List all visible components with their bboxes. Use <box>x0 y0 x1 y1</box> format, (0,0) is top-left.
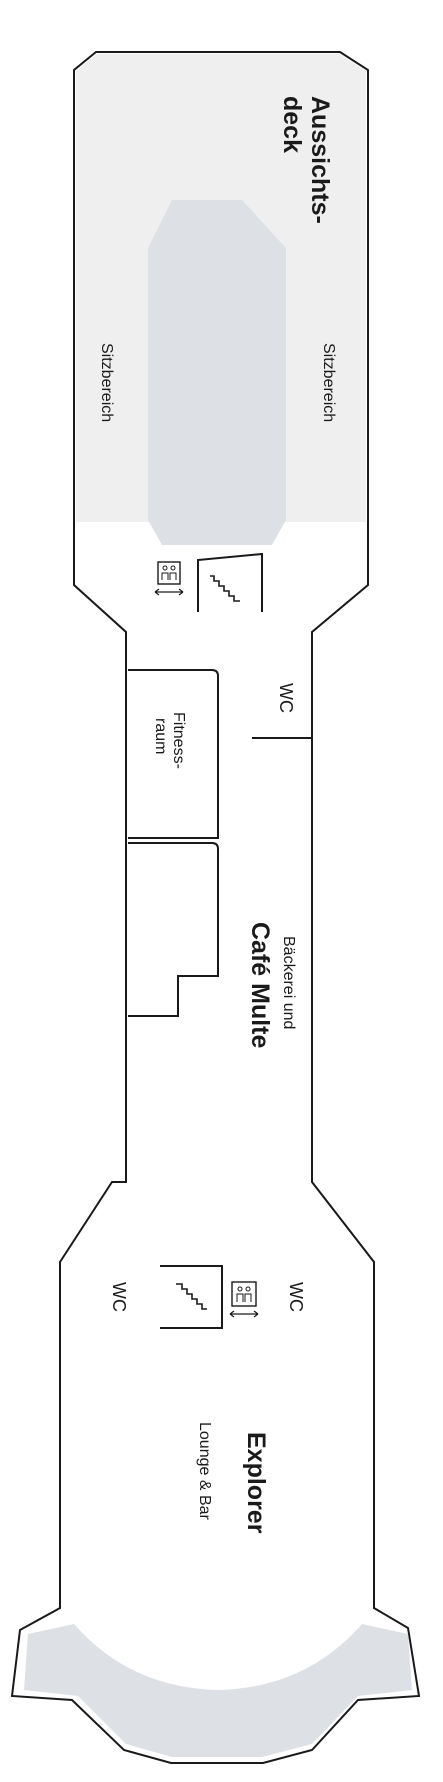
cafe-title: Café Multe <box>246 922 274 1049</box>
viewing-platform <box>148 200 286 545</box>
lounge-title: Explorer <box>242 1432 270 1534</box>
observation-deck-label-line1: Aussichts- <box>306 96 334 224</box>
wc-lower-left-label: WC <box>109 1282 129 1312</box>
fitness-label-line2: raum <box>152 718 169 754</box>
wc-lower-right-label: WC <box>286 1282 306 1312</box>
stairs-box-lower <box>160 1265 223 1329</box>
elevator-icon <box>154 561 184 596</box>
cafe-service-wall <box>128 842 219 1017</box>
wc-upper-label: WC <box>276 683 296 713</box>
elevator-icon <box>229 1281 259 1318</box>
seating-right-label: Sitzbereich <box>320 343 337 422</box>
stairs-icon <box>176 1283 207 1310</box>
cafe-subtitle: Bäckerei und <box>280 936 297 1029</box>
lounge-subtitle: Lounge & Bar <box>196 1422 213 1521</box>
observation-deck-label-line2: deck <box>278 96 306 153</box>
fitness-room-wall <box>128 669 219 839</box>
stairs-box-upper <box>197 552 263 612</box>
fitness-label-line1: Fitness- <box>170 712 187 769</box>
stairs-icon <box>210 575 240 602</box>
seating-left-label: Sitzbereich <box>98 343 115 422</box>
bow-area <box>24 1624 412 1757</box>
